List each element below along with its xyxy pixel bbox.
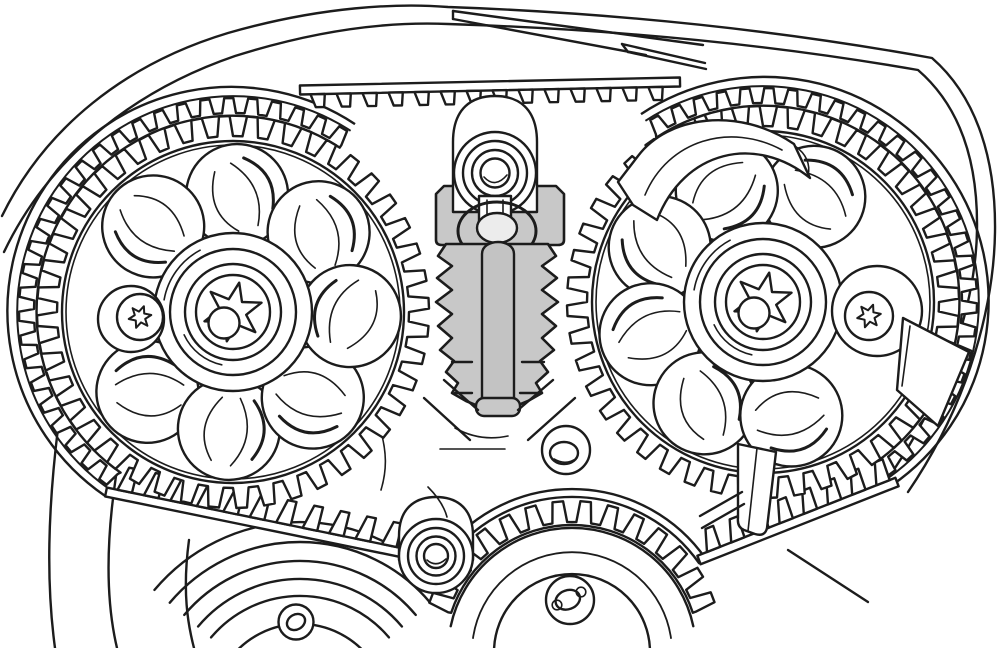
belt-teeth-ring [17, 96, 349, 486]
pulley-groove-arc [209, 594, 391, 639]
torx-bolt-knob [207, 306, 241, 340]
torx-screw [843, 290, 895, 342]
belt-tooth [647, 85, 664, 102]
belt-tensioner [434, 94, 566, 418]
marker-ring-crescent [553, 457, 578, 464]
torx-screw [115, 292, 165, 342]
belt-tooth [327, 509, 351, 538]
belt-back-edge [644, 85, 980, 480]
left-camshaft-sprocket [35, 114, 431, 510]
cover-outer-edge [0, 4, 997, 494]
belt-tooth [301, 504, 325, 532]
belt-tooth [335, 92, 352, 108]
belt-tooth [776, 496, 795, 525]
pulley-hub [277, 603, 315, 641]
crank-rim-arc [492, 572, 652, 648]
tensioner-loop-inner [475, 211, 519, 245]
crankshaft-sprocket [428, 487, 716, 648]
belt-tooth [543, 87, 560, 104]
marker-ring-inner [548, 440, 580, 466]
sprocket-lightening-hole [176, 376, 282, 482]
pulley-groove-arc [196, 577, 404, 628]
pulley-groove-arc [183, 559, 417, 617]
crank-hub-bore [554, 588, 582, 611]
belt-guide-wedge [895, 316, 971, 428]
belt-tooth [413, 90, 430, 107]
belt-guide-plate [616, 118, 812, 222]
belt-tooth [275, 499, 298, 527]
right-camshaft-sprocket [565, 104, 961, 500]
crank-hub-dot [575, 586, 587, 598]
belt-tooth [704, 524, 722, 554]
tensioner-stud-rings [452, 130, 538, 216]
torx-screw-star [856, 303, 882, 329]
tensioner-lever [480, 240, 516, 404]
belt-back-edge [16, 95, 352, 490]
belt-tooth [309, 92, 326, 109]
belt-teeth-ring [649, 86, 979, 477]
belt-tooth [517, 88, 534, 104]
hub-highlight [713, 324, 753, 356]
pulley-groove-arc [168, 540, 432, 604]
sprocket-lightening-hole [100, 174, 206, 279]
torx-bolt-knob [737, 296, 771, 330]
belt-back-edge [640, 75, 990, 487]
belt-guide-block [698, 442, 778, 536]
belt-tooth [873, 458, 891, 487]
sprocket-lightening-hole [297, 263, 403, 369]
cover-seam-lines [451, 9, 708, 71]
belt-run-band [696, 476, 900, 566]
belt-back-edge [6, 85, 356, 497]
crank-rim-arc [449, 526, 695, 628]
pulley-hub-bore [285, 612, 307, 632]
belt-tooth [801, 486, 819, 516]
idler-crescent [426, 558, 447, 565]
belt-tooth [621, 86, 638, 102]
belt-tooth [569, 87, 586, 103]
crank-hub-dot [551, 599, 563, 611]
belt-run-band [298, 76, 682, 96]
crank-hub [544, 574, 596, 626]
idler-pulley [397, 495, 475, 595]
belt-tooth [354, 515, 378, 543]
timing-cover [0, 4, 997, 494]
sprocket-lightening-hole [739, 363, 844, 468]
belt-tooth [595, 86, 612, 103]
crank-rim-arc [472, 551, 672, 639]
hub-highlight [163, 249, 201, 301]
hub-highlight [183, 334, 223, 366]
belt-tooth [387, 91, 404, 107]
alignment-marks [422, 378, 592, 518]
torx-screw-star [127, 305, 153, 329]
belt-tooth [361, 91, 378, 108]
hub-highlight [693, 239, 731, 291]
marker-ring-outer [540, 424, 592, 476]
belt-tooth [439, 90, 456, 106]
cover-inner-edge [2, 22, 979, 470]
tensioner-lever-tip [474, 396, 522, 418]
